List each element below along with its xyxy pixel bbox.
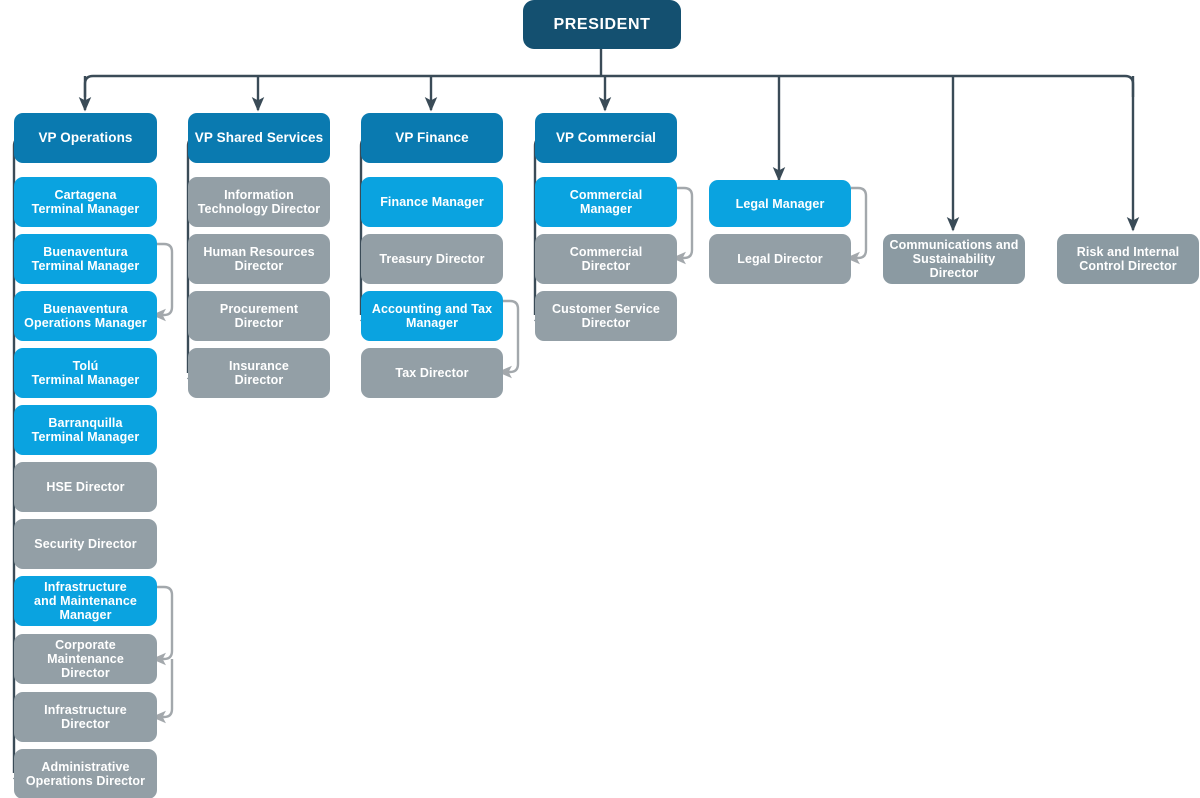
node-legal-director[interactable]: Legal Director <box>709 234 851 284</box>
node-vp-shared-services[interactable]: VP Shared Services <box>188 113 330 163</box>
node-treasury-director-label: Treasury Director <box>379 252 485 266</box>
node-legal-manager[interactable]: Legal Manager <box>709 180 851 227</box>
node-hse-director[interactable]: HSE Director <box>14 462 157 512</box>
edge-top-bus <box>83 74 1135 97</box>
node-president[interactable]: PRESIDENT <box>523 0 681 49</box>
node-president-label: PRESIDENT <box>553 15 651 33</box>
node-vp-finance[interactable]: VP Finance <box>361 113 503 163</box>
node-vp-operations-label: VP Operations <box>38 130 133 146</box>
node-vp-commercial[interactable]: VP Commercial <box>535 113 677 163</box>
node-legal-director-label: Legal Director <box>737 252 823 266</box>
node-security-director-label: Security Director <box>34 537 137 551</box>
node-finance-manager[interactable]: Finance Manager <box>361 177 503 227</box>
node-tax-director[interactable]: Tax Director <box>361 348 503 398</box>
node-treasury-director[interactable]: Treasury Director <box>361 234 503 284</box>
node-legal-manager-label: Legal Manager <box>735 196 825 211</box>
node-tax-director-label: Tax Director <box>395 366 469 380</box>
node-vp-operations[interactable]: VP Operations <box>14 113 157 163</box>
node-vp-finance-label: VP Finance <box>395 130 469 146</box>
node-security-director[interactable]: Security Director <box>14 519 157 569</box>
node-hse-director-label: HSE Director <box>46 480 125 494</box>
node-vp-commercial-label: VP Commercial <box>555 130 657 146</box>
node-finance-manager-label: Finance Manager <box>380 195 484 209</box>
node-vp-shared-services-label: VP Shared Services <box>194 130 324 146</box>
